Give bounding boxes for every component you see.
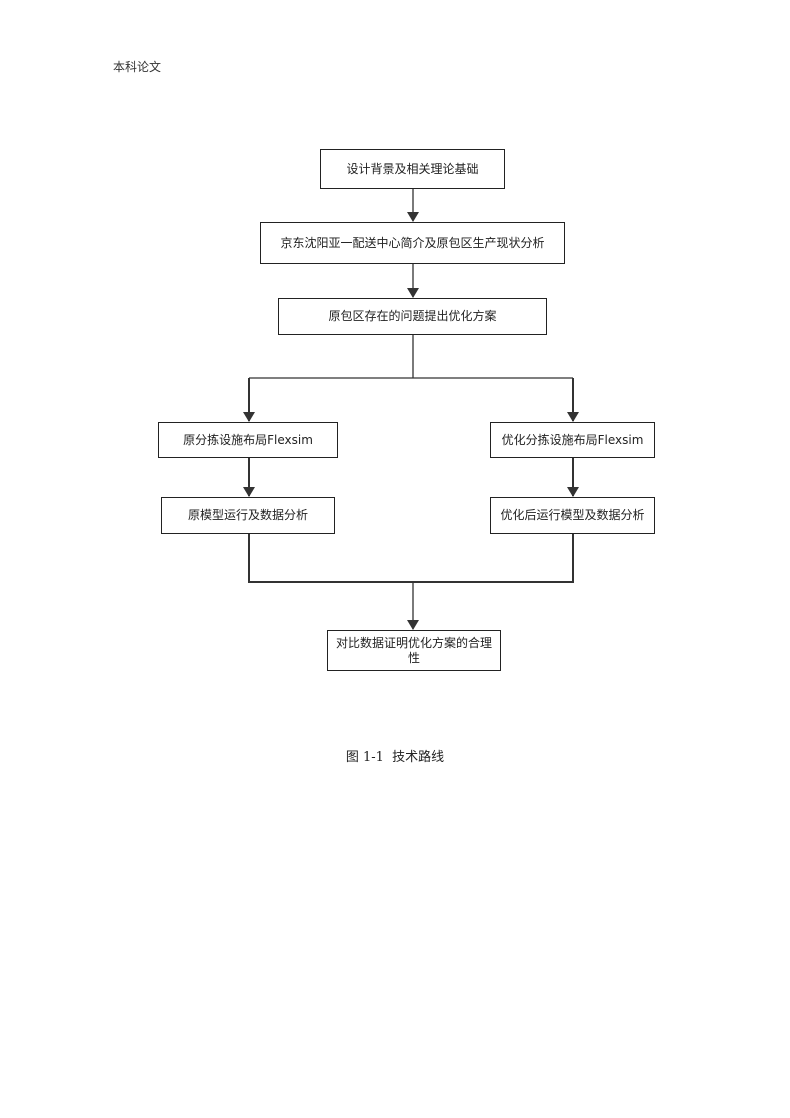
node-original-model-analysis: 原模型运行及数据分析 <box>161 497 335 534</box>
node-comparison-conclusion: 对比数据证明优化方案的合理性 <box>327 630 501 671</box>
node-optimized-layout: 优化分拣设施布局Flexsim <box>490 422 655 458</box>
node-original-layout: 原分拣设施布局Flexsim <box>158 422 338 458</box>
page-header: 本科论文 <box>113 60 162 74</box>
edge-merge <box>248 534 574 583</box>
node-design-background: 设计背景及相关理论基础 <box>320 149 505 189</box>
figure-caption: 图 1-1 技术路线 <box>345 750 445 765</box>
node-distribution-center-analysis: 京东沈阳亚一配送中心简介及原包区生产现状分析 <box>260 222 565 264</box>
node-problem-optimization: 原包区存在的问题提出优化方案 <box>278 298 547 335</box>
node-optimized-model-analysis: 优化后运行模型及数据分析 <box>490 497 655 534</box>
